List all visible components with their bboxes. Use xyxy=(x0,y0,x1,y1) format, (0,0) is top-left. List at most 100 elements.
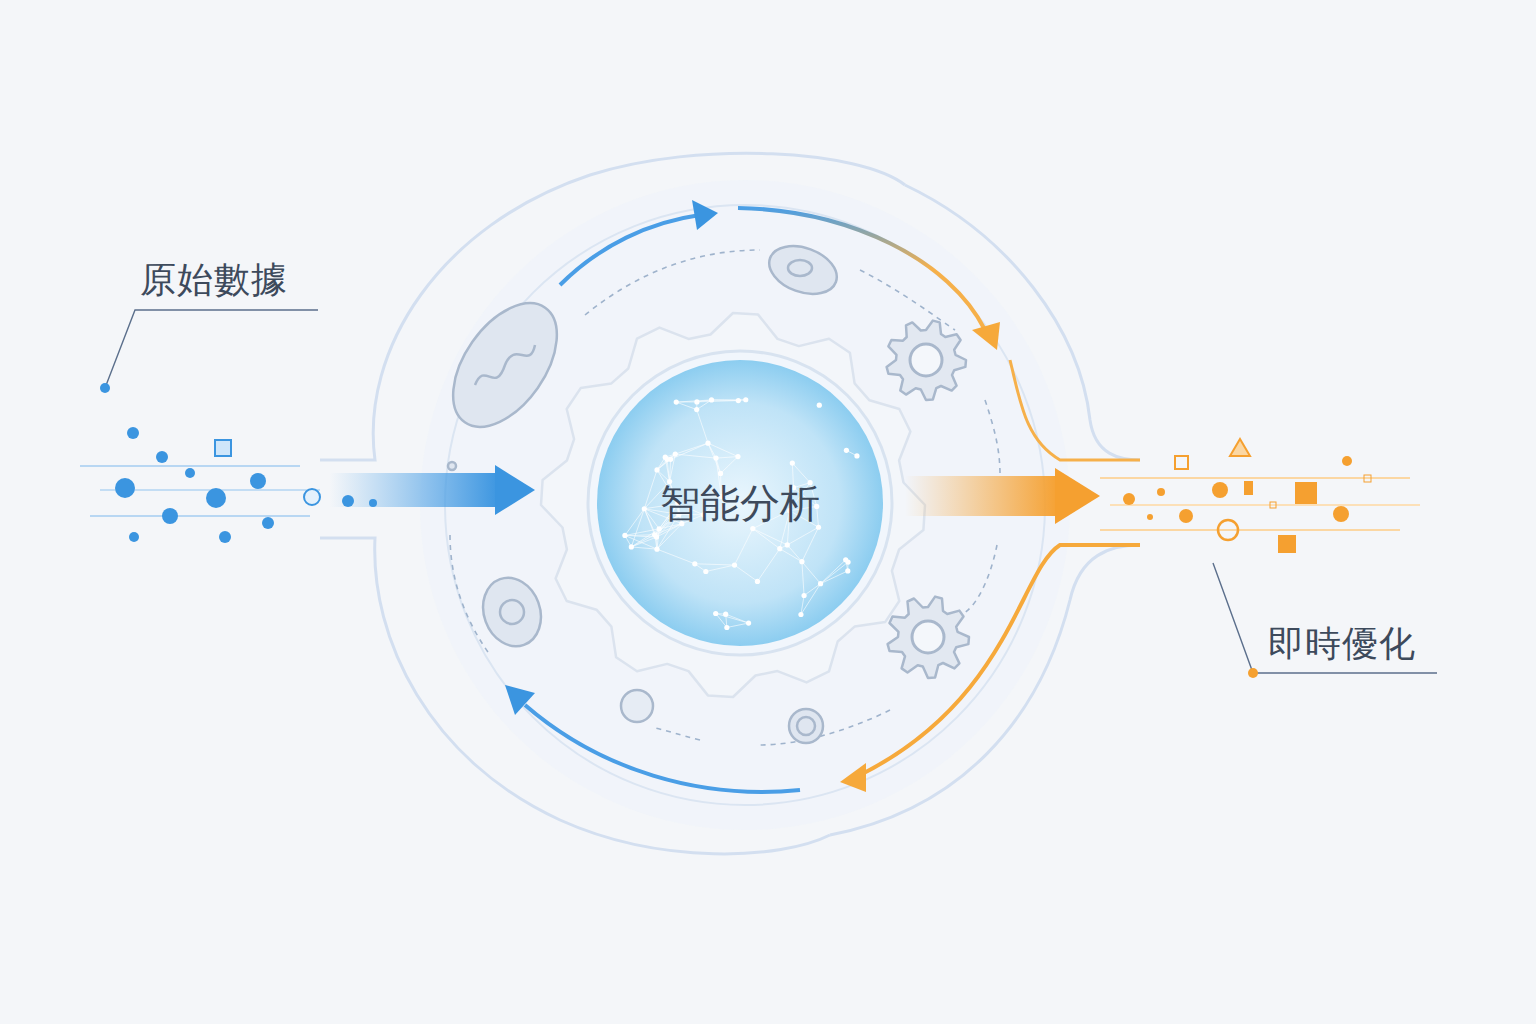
flow-arc xyxy=(525,705,800,792)
mesh-dot xyxy=(703,569,708,574)
data-particles xyxy=(115,427,377,543)
mesh-line xyxy=(802,562,821,584)
mesh-line xyxy=(644,509,659,529)
leader-dot xyxy=(100,383,110,393)
mesh-dot xyxy=(629,544,634,549)
mesh-line xyxy=(625,509,644,536)
gear xyxy=(887,321,966,400)
arrowhead xyxy=(505,685,535,715)
mesh-line xyxy=(708,443,738,456)
gear-hole xyxy=(910,344,942,376)
mesh-dot xyxy=(723,612,728,617)
leader-line xyxy=(105,310,1437,673)
gear xyxy=(541,313,925,697)
mesh-dot xyxy=(845,560,850,565)
mesh-dot xyxy=(755,579,760,584)
flow-arc xyxy=(738,208,985,330)
mesh-dot xyxy=(746,620,751,625)
mesh-line xyxy=(753,529,787,545)
mesh-dot xyxy=(743,397,748,402)
mesh-dot xyxy=(845,568,850,573)
mesh-line xyxy=(753,529,780,549)
output-particles xyxy=(1123,439,1371,553)
mesh-dot xyxy=(694,399,699,404)
mesh-line xyxy=(695,564,735,565)
flow-arc xyxy=(860,545,1140,775)
mesh-line xyxy=(821,562,849,584)
core-halo xyxy=(588,351,892,655)
flow-arc xyxy=(560,215,700,285)
network-mesh xyxy=(622,397,859,630)
mesh-dot xyxy=(777,546,782,551)
mesh-dot xyxy=(732,562,737,567)
mesh-line xyxy=(716,457,738,459)
mesh-line xyxy=(675,454,716,458)
mesh-dot xyxy=(694,407,699,412)
mesh-line xyxy=(675,443,708,454)
mesh-line xyxy=(716,613,749,623)
mesh-dot xyxy=(790,460,795,465)
mesh-line xyxy=(657,524,682,537)
mesh-dot xyxy=(713,611,718,616)
mesh-dot xyxy=(750,526,755,531)
mesh-dot xyxy=(801,593,806,598)
input-arrow xyxy=(330,473,500,507)
mesh-line xyxy=(735,565,758,581)
output-label: 即時優化 xyxy=(1268,620,1416,669)
arrowhead xyxy=(840,763,866,792)
mesh-dot xyxy=(674,399,679,404)
mesh-dot xyxy=(673,451,678,456)
gear-hole xyxy=(912,621,944,653)
mesh-line xyxy=(802,562,804,596)
mesh-line xyxy=(644,470,657,509)
mesh-dot xyxy=(736,398,741,403)
mesh-line xyxy=(821,571,848,584)
mesh-dot xyxy=(713,456,718,461)
mesh-dot xyxy=(817,403,822,408)
flow-arc xyxy=(1010,360,1140,460)
mesh-line xyxy=(706,565,735,571)
arrowhead xyxy=(692,200,718,230)
mesh-line xyxy=(657,524,682,549)
mesh-dot xyxy=(844,448,849,453)
mesh-dot xyxy=(818,581,823,586)
mesh-line xyxy=(735,529,753,565)
mesh-dot xyxy=(657,526,662,531)
mesh-line xyxy=(665,457,669,481)
arrowhead xyxy=(495,465,535,515)
mesh-dot xyxy=(724,625,729,630)
shell-fill xyxy=(420,180,1070,830)
arrowhead xyxy=(1055,468,1100,524)
mesh-dot xyxy=(663,455,668,460)
mesh-dot xyxy=(854,453,859,458)
mesh-dot xyxy=(718,471,723,476)
mesh-dot xyxy=(654,547,659,552)
mesh-line xyxy=(657,549,695,564)
arrowhead xyxy=(972,322,1000,350)
leader-dot xyxy=(1248,668,1258,678)
mesh-line xyxy=(804,584,820,596)
mesh-line xyxy=(712,399,739,401)
analysis-core: 智能分析 xyxy=(597,360,883,646)
mesh-dot xyxy=(642,506,647,511)
mesh-line xyxy=(757,549,779,582)
mesh-dot xyxy=(622,533,627,538)
mesh-line xyxy=(625,535,657,537)
mesh-line xyxy=(780,549,802,562)
node-text: 智能分析 xyxy=(660,476,820,531)
mesh-line xyxy=(802,527,819,561)
mesh-dot xyxy=(709,397,714,402)
mesh-line xyxy=(787,545,802,562)
mesh-line xyxy=(676,402,696,410)
mesh-dot xyxy=(798,612,803,617)
mesh-line xyxy=(676,400,711,402)
mesh-dot xyxy=(654,467,659,472)
mesh-dot xyxy=(692,561,697,566)
gear xyxy=(888,597,969,678)
core-sphere xyxy=(597,360,883,646)
mesh-dot xyxy=(785,542,790,547)
input-label: 原始數據 xyxy=(140,256,288,305)
mesh-line xyxy=(726,614,749,623)
mesh-line xyxy=(625,535,657,549)
output-arrow xyxy=(905,476,1060,516)
